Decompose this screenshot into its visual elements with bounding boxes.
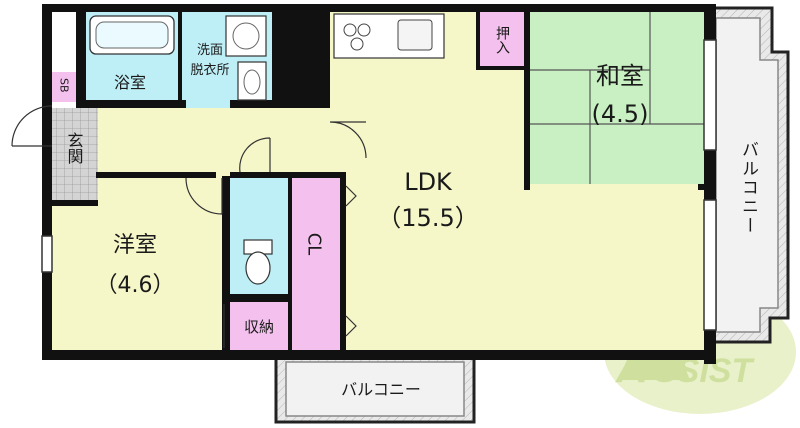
shoebox-label: SB: [58, 78, 71, 93]
youshitsu-label: 洋室: [113, 233, 157, 258]
tatami-lines: [528, 12, 708, 186]
south-balcony: [274, 354, 476, 424]
door-swings: [11, 105, 367, 348]
washitsu-opening: [530, 184, 698, 190]
washitsu-room: [528, 12, 708, 186]
oshiire-room: [478, 12, 526, 68]
kitchen-counter: [333, 13, 445, 59]
washbasin: [237, 61, 267, 101]
youshitsu-size: （4.6）: [96, 273, 175, 298]
bath-label: 浴室: [114, 73, 146, 92]
entrance-label: 玄関: [65, 132, 84, 165]
toilet: [243, 239, 273, 285]
washing-machine: [225, 15, 267, 57]
washroom-label-1: 洗面: [197, 43, 223, 58]
east-balcony-label: バルコニー: [738, 141, 758, 236]
oshiire-label: 押入: [494, 26, 510, 54]
ldk-size: （15.5）: [377, 204, 478, 232]
storage-label: 収納: [244, 318, 274, 336]
closet-room: [290, 176, 342, 350]
windows: [41, 39, 717, 331]
ldk-label: LDK: [404, 168, 453, 196]
south-balcony-label: バルコニー: [341, 380, 421, 399]
entrance-room: [52, 108, 98, 204]
east-balcony: [704, 6, 790, 344]
wash-door-gap: [186, 100, 230, 108]
closet-label: CL: [304, 233, 325, 256]
ldk-door-gap: [322, 114, 330, 170]
washroom-label-2: 脱衣所: [190, 62, 229, 78]
storage-room: [230, 302, 288, 350]
bathtub: [89, 15, 175, 55]
shoebox-room: [52, 72, 76, 102]
hallway: [96, 108, 330, 178]
washitsu-size: (4.5): [592, 100, 649, 128]
washitsu-label: 和室: [596, 62, 644, 90]
